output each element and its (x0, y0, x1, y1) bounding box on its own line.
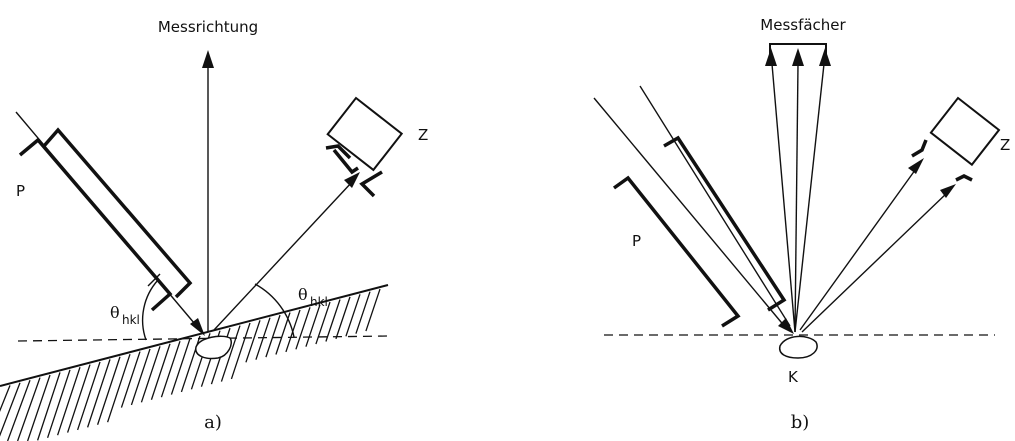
hatch-line (6, 379, 31, 441)
hatch-line (255, 317, 271, 360)
hatch-line (106, 353, 131, 423)
hatch-line (0, 382, 21, 437)
angle-arc-left (141, 279, 159, 341)
hatch-line (36, 372, 61, 441)
incident-beam-b-arrowhead (778, 318, 794, 334)
detector-z-b-label: Z (1000, 136, 1010, 154)
hatch-line (230, 322, 251, 380)
hatch-line (66, 364, 91, 433)
specimen (195, 335, 232, 360)
sample-hatching (0, 288, 381, 441)
crystal-k-label: K (788, 368, 799, 386)
hatch-line (345, 294, 361, 337)
detector-z-b (911, 96, 1001, 182)
svg-text:θ: θ (298, 285, 308, 304)
hatch-line (56, 366, 81, 436)
panel-a: Messrichtung P Z θ hkl (0, 18, 428, 441)
caption-b: b) (791, 412, 810, 433)
angle-label-left: θ hkl (110, 303, 140, 327)
hatch-line (160, 340, 181, 398)
detector-z-label: Z (418, 126, 428, 144)
collimator-p-label: P (16, 182, 25, 200)
hatch-line (365, 288, 381, 332)
diffracted-beam-b-2 (801, 191, 949, 333)
sample-surface-line (0, 284, 389, 387)
hatch-line (46, 369, 71, 438)
hatch-line (265, 314, 281, 358)
measurement-fan (765, 43, 831, 333)
measurement-direction-label: Messrichtung (158, 18, 258, 36)
hatch-line (86, 359, 111, 428)
svg-text:hkl: hkl (122, 313, 140, 327)
measurement-direction-arrowhead (202, 50, 214, 68)
incident-beam-b-1 (593, 97, 787, 329)
hatch-line (245, 320, 261, 363)
hatch-line (0, 385, 11, 412)
incident-beam-arrowhead (190, 318, 205, 336)
hatch-line (355, 291, 371, 334)
hatch-line (295, 307, 311, 350)
angle-arc-right (254, 283, 295, 338)
hatch-line (120, 351, 141, 408)
measurement-fan-label: Messfächer (760, 16, 846, 34)
hatch-line (140, 346, 161, 403)
hatch-line (26, 374, 51, 441)
incident-beam-b-2 (639, 85, 791, 327)
collimator-p-b (612, 135, 787, 328)
horizontal-reference-line (17, 335, 389, 342)
caption-a: a) (204, 412, 222, 433)
diffracted-beam (213, 181, 353, 331)
hatch-line (335, 296, 351, 340)
svg-text:θ: θ (110, 303, 120, 322)
hatch-line (305, 304, 321, 347)
collimator-p (18, 127, 193, 312)
diffracted-beam-arrowhead (344, 172, 360, 188)
diffracted-beam-b-1 (799, 165, 919, 331)
hatch-line (96, 356, 121, 425)
diffracted-beam-b-arrowhead-2 (940, 184, 956, 198)
svg-text:hkl: hkl (310, 295, 328, 309)
diffracted-beam-b-arrowhead-1 (908, 158, 924, 174)
hatch-line (220, 325, 241, 382)
collimator-p-b-label: P (632, 232, 641, 250)
panel-b: K Messfächer P (593, 16, 1010, 433)
hatch-line (170, 338, 191, 395)
hatch-line (16, 377, 41, 441)
crystal-k (778, 335, 818, 359)
angle-label-right: θ hkl (298, 285, 328, 309)
hatch-line (325, 299, 341, 342)
hatch-line (150, 343, 171, 400)
hatch-line (76, 361, 101, 431)
hatch-line (130, 348, 151, 406)
detector-z (325, 96, 404, 198)
